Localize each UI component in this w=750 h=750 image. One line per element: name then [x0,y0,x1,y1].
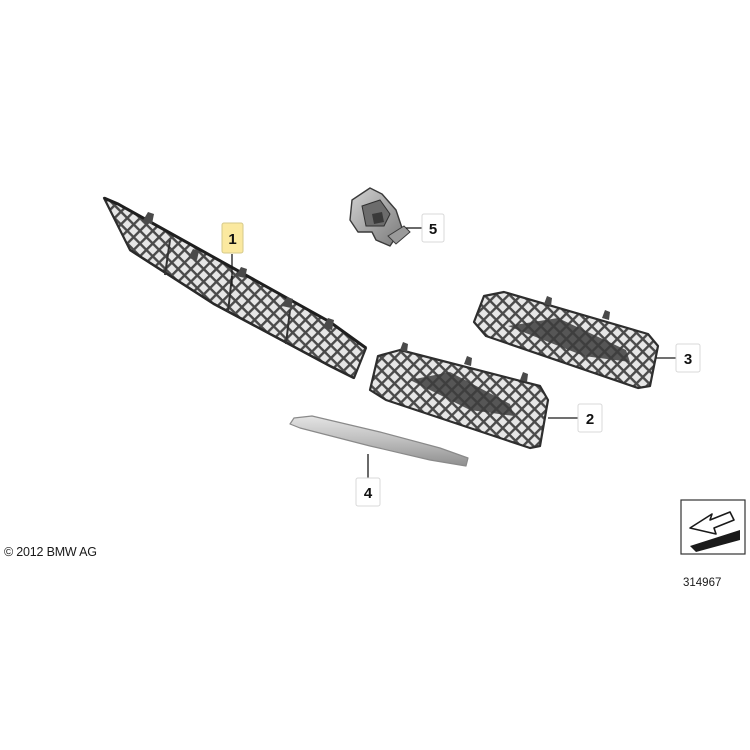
callout-4-label: 4 [364,485,373,502]
callout-1: 1 [221,222,244,254]
reference-number: 314967 [683,577,722,589]
part-2-left-grille [368,342,550,450]
copyright-text: © 2012 BMW AG [4,545,97,559]
callout-2: 2 [577,403,603,433]
leader-lines [231,227,676,478]
callout-2-label: 2 [586,411,594,428]
callout-5-label: 5 [429,221,437,238]
part-5-bracket [349,187,411,247]
callout-1-label: 1 [228,231,236,248]
part-1-center-grille [102,196,368,380]
callout-3-label: 3 [684,351,692,368]
callout-3: 3 [675,343,701,373]
part-3-right-grille [472,290,660,390]
callout-4: 4 [355,477,381,507]
orientation-symbol [680,499,746,555]
callout-5: 5 [421,213,445,243]
part-4-trim-strip [289,415,469,467]
arrow-icon [689,511,735,535]
